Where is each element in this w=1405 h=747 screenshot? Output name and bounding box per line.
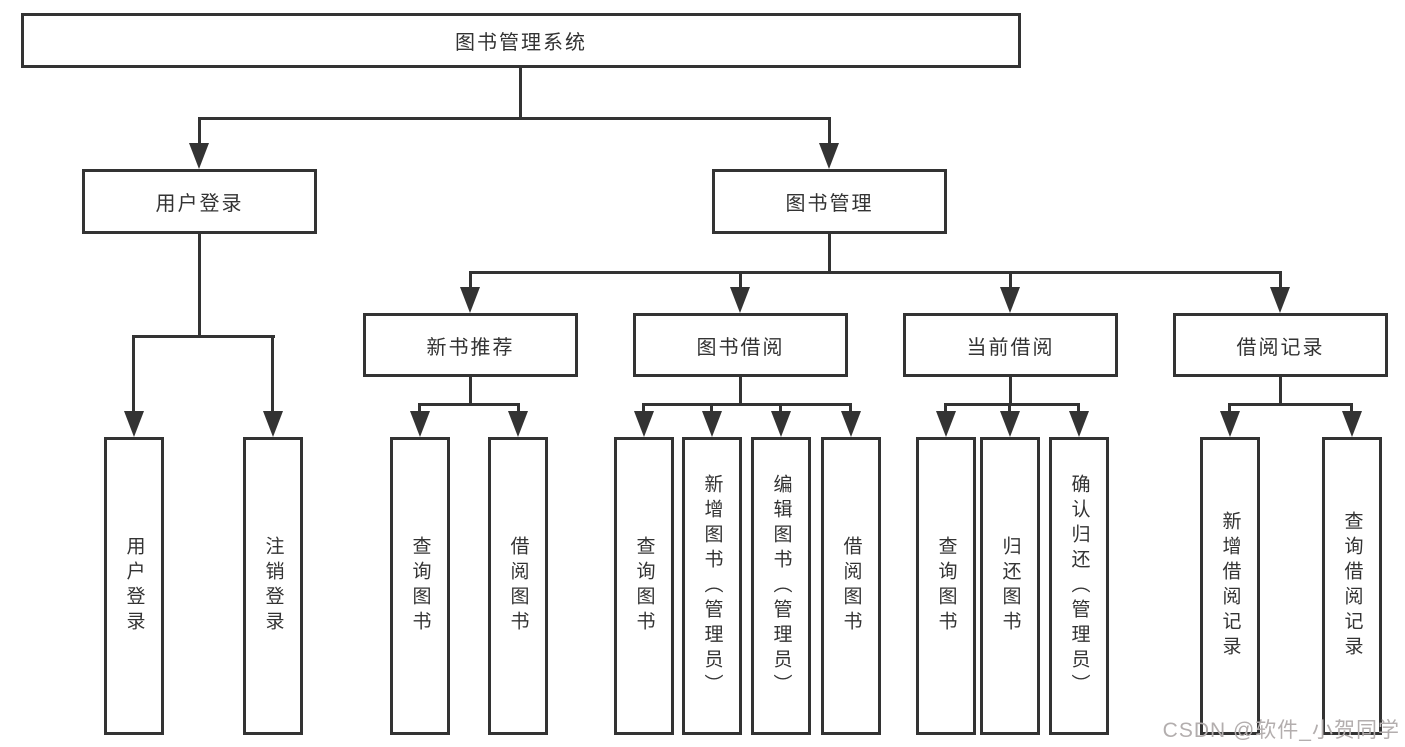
- leaf-add-borrow-record: 新增借阅记录: [1200, 437, 1260, 735]
- leaf-add-borrow-record-label: 新增借阅记录: [1219, 511, 1241, 661]
- arrow-to-query-books-borrow-icon: [634, 411, 654, 437]
- connector-recommend-drop: [469, 271, 472, 287]
- connector-recommend-leaf2-drop: [517, 403, 520, 411]
- connector-login-leaf2-drop: [271, 335, 274, 411]
- leaf-add-books-admin-label: 新增图书（管理员）: [701, 473, 723, 699]
- leaf-user-login: 用户登录: [104, 437, 164, 735]
- node-borrow-records-label: 借阅记录: [1236, 336, 1325, 359]
- connector-current-leaf2-drop: [1008, 403, 1011, 411]
- connector-records-stem: [1279, 377, 1282, 406]
- arrow-to-query-borrow-record-icon: [1342, 411, 1362, 437]
- connector-borrow-leaf4-drop: [849, 403, 852, 411]
- arrow-to-leaf-user-login-icon: [124, 411, 144, 437]
- arrow-to-current-icon: [1000, 287, 1020, 313]
- arrow-to-leaf-logout-icon: [263, 411, 283, 437]
- arrow-to-user-login-icon: [189, 143, 209, 169]
- node-book-borrow: 图书借阅: [633, 313, 848, 377]
- arrow-to-add-books-admin-icon: [702, 411, 722, 437]
- connector-recommend-leaf1-drop: [418, 403, 421, 411]
- connector-borrow-leaf3-drop: [779, 403, 782, 411]
- node-root-label: 图书管理系统: [455, 32, 587, 54]
- arrow-to-borrow-books-recommend-icon: [508, 411, 528, 437]
- connector-records-leaf2-drop: [1350, 403, 1353, 411]
- leaf-query-borrow-record: 查询借阅记录: [1322, 437, 1382, 735]
- node-current-borrow-label: 当前借阅: [966, 336, 1055, 359]
- connector-user-login-stem: [198, 234, 201, 335]
- arrow-to-confirm-return-admin-icon: [1069, 411, 1089, 437]
- leaf-logout-label: 注销登录: [262, 536, 284, 636]
- arrow-to-records-icon: [1270, 287, 1290, 313]
- node-user-login: 用户登录: [82, 169, 317, 234]
- connector-login-leaf1-drop: [132, 335, 135, 411]
- arrow-to-borrow-icon: [730, 287, 750, 313]
- connector-level1-bar: [198, 117, 831, 120]
- leaf-edit-books-admin: 编辑图书（管理员）: [751, 437, 811, 735]
- leaf-query-books-current: 查询图书: [916, 437, 976, 735]
- leaf-query-books-current-label: 查询图书: [935, 536, 957, 636]
- connector-root-stem: [519, 68, 522, 117]
- connector-user-login-drop: [198, 117, 201, 145]
- leaf-logout: 注销登录: [243, 437, 303, 735]
- connector-borrow-leaf1-drop: [642, 403, 645, 411]
- leaf-query-books-recommend-label: 查询图书: [409, 536, 431, 636]
- leaf-query-books-borrow-label: 查询图书: [633, 536, 655, 636]
- node-borrow-records: 借阅记录: [1173, 313, 1388, 377]
- arrow-to-borrow-books-icon: [841, 411, 861, 437]
- leaf-borrow-books: 借阅图书: [821, 437, 881, 735]
- leaf-confirm-return-admin-label: 确认归还（管理员）: [1068, 473, 1090, 699]
- node-new-book-recommend: 新书推荐: [363, 313, 578, 377]
- node-book-management: 图书管理: [712, 169, 947, 234]
- connector-borrow-drop: [739, 271, 742, 287]
- leaf-add-books-admin: 新增图书（管理员）: [682, 437, 742, 735]
- leaf-return-books-label: 归还图书: [999, 536, 1021, 636]
- leaf-query-borrow-record-label: 查询借阅记录: [1341, 511, 1363, 661]
- connector-recommend-bar: [418, 403, 520, 406]
- node-user-login-label: 用户登录: [155, 193, 244, 215]
- connector-level2-bar: [469, 271, 1282, 274]
- leaf-edit-books-admin-label: 编辑图书（管理员）: [770, 473, 792, 699]
- arrow-to-query-books-recommend-icon: [410, 411, 430, 437]
- connector-borrow-leaf2-drop: [710, 403, 713, 411]
- leaf-borrow-books-recommend-label: 借阅图书: [507, 536, 529, 636]
- leaf-query-books-borrow: 查询图书: [614, 437, 674, 735]
- leaf-return-books: 归还图书: [980, 437, 1040, 735]
- arrow-to-add-borrow-record-icon: [1220, 411, 1240, 437]
- connector-current-bar: [944, 403, 1080, 406]
- leaf-confirm-return-admin: 确认归还（管理员）: [1049, 437, 1109, 735]
- arrow-to-recommend-icon: [460, 287, 480, 313]
- connector-current-leaf1-drop: [944, 403, 947, 411]
- connector-current-leaf3-drop: [1077, 403, 1080, 411]
- connector-borrow-stem: [739, 377, 742, 406]
- connector-records-drop: [1279, 271, 1282, 287]
- connector-borrow-bar: [642, 403, 852, 406]
- connector-current-stem: [1009, 377, 1012, 406]
- leaf-query-books-recommend: 查询图书: [390, 437, 450, 735]
- connector-records-leaf1-drop: [1228, 403, 1231, 411]
- node-new-book-recommend-label: 新书推荐: [426, 336, 515, 359]
- connector-current-drop: [1009, 271, 1012, 287]
- connector-book-mgmt-drop: [828, 117, 831, 145]
- arrow-to-query-books-current-icon: [936, 411, 956, 437]
- arrow-to-book-management-icon: [819, 143, 839, 169]
- leaf-borrow-books-label: 借阅图书: [840, 536, 862, 636]
- node-current-borrow: 当前借阅: [903, 313, 1118, 377]
- node-book-management-label: 图书管理: [785, 193, 874, 215]
- leaf-borrow-books-recommend: 借阅图书: [488, 437, 548, 735]
- leaf-user-login-label: 用户登录: [123, 536, 145, 636]
- arrow-to-edit-books-admin-icon: [771, 411, 791, 437]
- node-root: 图书管理系统: [21, 13, 1021, 68]
- connector-records-bar: [1228, 403, 1353, 406]
- arrow-to-return-books-icon: [1000, 411, 1020, 437]
- connector-recommend-stem: [469, 377, 472, 406]
- connector-login-group-bar: [132, 335, 275, 338]
- connector-book-mgmt-stem: [828, 234, 831, 271]
- node-book-borrow-label: 图书借阅: [696, 336, 785, 359]
